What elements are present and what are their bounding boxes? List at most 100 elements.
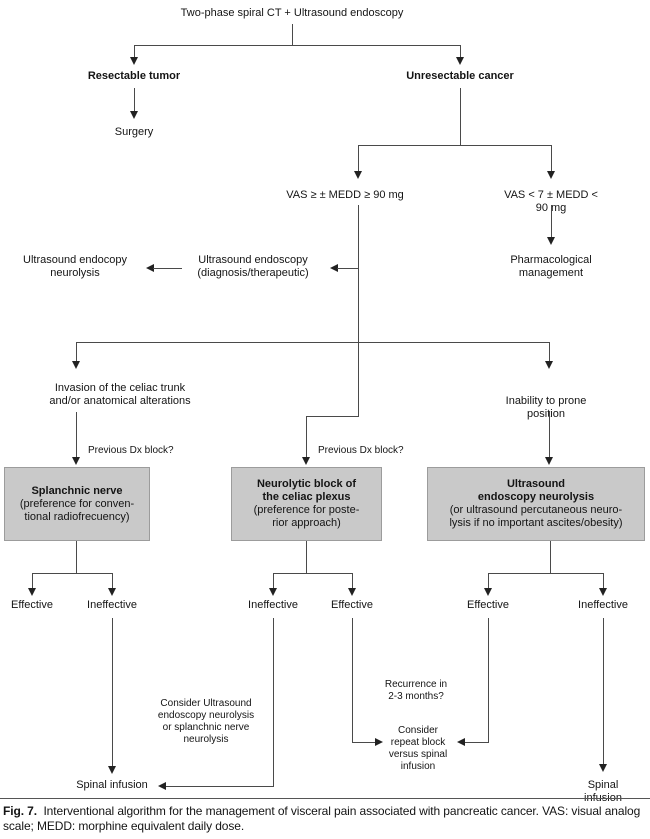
connector-line — [488, 573, 489, 589]
note-consider-ultrasound: Consider Ultrasound endoscopy neurolysis… — [157, 698, 255, 745]
box-splanchnic-nerve: Splanchnic nerve (preference for conven-… — [4, 467, 150, 541]
connector-line — [76, 541, 77, 573]
connector-line — [549, 342, 550, 362]
node-resectable-tumor: Resectable tumor — [87, 70, 181, 82]
figure-caption: Fig. 7. Interventional algorithm for the… — [3, 804, 640, 834]
connector-line — [358, 205, 359, 417]
connector-line — [112, 618, 113, 767]
connector-line — [488, 618, 489, 743]
arrow-left-icon — [330, 264, 338, 272]
box-subtitle: (preference for conven- tional radiofrec… — [19, 497, 135, 523]
caption-separator — [0, 798, 650, 799]
connector-line — [166, 786, 274, 787]
arrow-left-icon — [457, 738, 465, 746]
arrow-down-icon — [72, 457, 80, 465]
label-effective-us-neurolysis: Effective — [467, 599, 509, 611]
label-previous-dx-block-1: Previous Dx block? — [88, 445, 174, 456]
arrow-down-icon — [28, 588, 36, 596]
connector-line — [153, 268, 182, 269]
node-us-endoscopy-neurolysis: Ultrasound endocopy neurolysis — [23, 254, 127, 279]
box-title: Ultrasound endoscopy neurolysis — [477, 478, 595, 503]
arrow-down-icon — [547, 171, 555, 179]
arrow-down-icon — [130, 111, 138, 119]
arrow-down-icon — [599, 588, 607, 596]
connector-line — [550, 541, 551, 573]
node-us-endoscopy-diagnostic: Ultrasound endoscopy (diagnosis/therapeu… — [197, 254, 309, 279]
label-ineffective-neurolytic: Ineffective — [248, 599, 298, 611]
connector-line — [273, 573, 274, 589]
arrow-down-icon — [545, 457, 553, 465]
connector-line — [76, 342, 550, 343]
arrow-down-icon — [456, 57, 464, 65]
connector-line — [134, 45, 135, 58]
connector-line — [112, 573, 113, 589]
arrow-down-icon — [547, 237, 555, 245]
node-surgery: Surgery — [114, 126, 154, 138]
label-ineffective-us-neurolysis: Ineffective — [578, 599, 628, 611]
arrow-down-icon — [108, 588, 116, 596]
arrow-down-icon — [130, 57, 138, 65]
connector-line — [352, 618, 353, 743]
node-spinal-infusion-right: Spinal infusion — [584, 779, 622, 804]
connector-line — [292, 24, 293, 45]
node-vas-low: VAS < 7 ± MEDD < 90 mg — [504, 189, 598, 214]
node-pharmacological-management: Pharmacological management — [510, 254, 592, 279]
connector-line — [465, 742, 489, 743]
arrow-down-icon — [354, 171, 362, 179]
connector-line — [273, 573, 353, 574]
connector-line — [352, 573, 353, 589]
connector-line — [76, 342, 77, 362]
arrow-down-icon — [269, 588, 277, 596]
connector-line — [76, 412, 77, 458]
arrow-right-icon — [375, 738, 383, 746]
connector-line — [358, 145, 359, 172]
connector-line — [352, 742, 375, 743]
node-two-phase-ct: Two-phase spiral CT + Ultrasound endosco… — [180, 7, 404, 19]
connector-line — [32, 573, 33, 589]
connector-line — [337, 268, 358, 269]
connector-line — [460, 88, 461, 145]
arrow-left-icon — [158, 782, 166, 790]
caption-text: Interventional algorithm for the managem… — [3, 804, 641, 833]
connector-line — [551, 205, 552, 238]
node-unresectable-cancer: Unresectable cancer — [406, 70, 514, 82]
connector-line — [460, 45, 461, 58]
arrow-down-icon — [348, 588, 356, 596]
box-title: Neurolytic block of the celiac plexus — [256, 478, 357, 503]
arrow-left-icon — [146, 264, 154, 272]
box-subtitle: (or ultrasound percutaneous neuro- lysis… — [449, 504, 623, 529]
connector-line — [358, 145, 552, 146]
connector-line — [134, 88, 135, 112]
node-invasion-celiac-trunk: Invasion of the celiac trunk and/or anat… — [49, 382, 191, 407]
label-previous-dx-block-2: Previous Dx block? — [318, 445, 404, 456]
note-consider-repeat-block: Consider repeat block versus spinal infu… — [388, 725, 448, 772]
node-spinal-infusion-left: Spinal infusion — [76, 779, 148, 791]
arrow-down-icon — [72, 361, 80, 369]
label-effective-neurolytic: Effective — [331, 599, 373, 611]
caption-label: Fig. 7. — [3, 804, 37, 818]
connector-line — [488, 573, 604, 574]
connector-line — [273, 618, 274, 787]
node-inability-prone-position: Inability to prone position — [505, 395, 587, 420]
arrow-down-icon — [484, 588, 492, 596]
arrow-down-icon — [108, 766, 116, 774]
arrow-down-icon — [599, 764, 607, 772]
arrow-down-icon — [545, 361, 553, 369]
box-subtitle: (preference for poste- rior approach) — [253, 504, 360, 529]
box-title: Splanchnic nerve — [31, 484, 123, 497]
label-effective-splanchnic: Effective — [11, 599, 53, 611]
connector-line — [306, 541, 307, 573]
connector-line — [306, 416, 307, 458]
label-ineffective-splanchnic: Ineffective — [87, 599, 137, 611]
connector-line — [603, 618, 604, 765]
connector-line — [549, 412, 550, 458]
note-recurrence: Recurrence in 2-3 months? — [384, 679, 448, 702]
connector-line — [134, 45, 461, 46]
connector-line — [306, 416, 359, 417]
node-vas-high: VAS ≥ ± MEDD ≥ 90 mg — [286, 189, 404, 201]
arrow-down-icon — [302, 457, 310, 465]
connector-line — [32, 573, 113, 574]
box-ultrasound-endoscopy-neurolysis: Ultrasound endoscopy neurolysis (or ultr… — [427, 467, 645, 541]
box-neurolytic-celiac-plexus: Neurolytic block of the celiac plexus (p… — [231, 467, 382, 541]
